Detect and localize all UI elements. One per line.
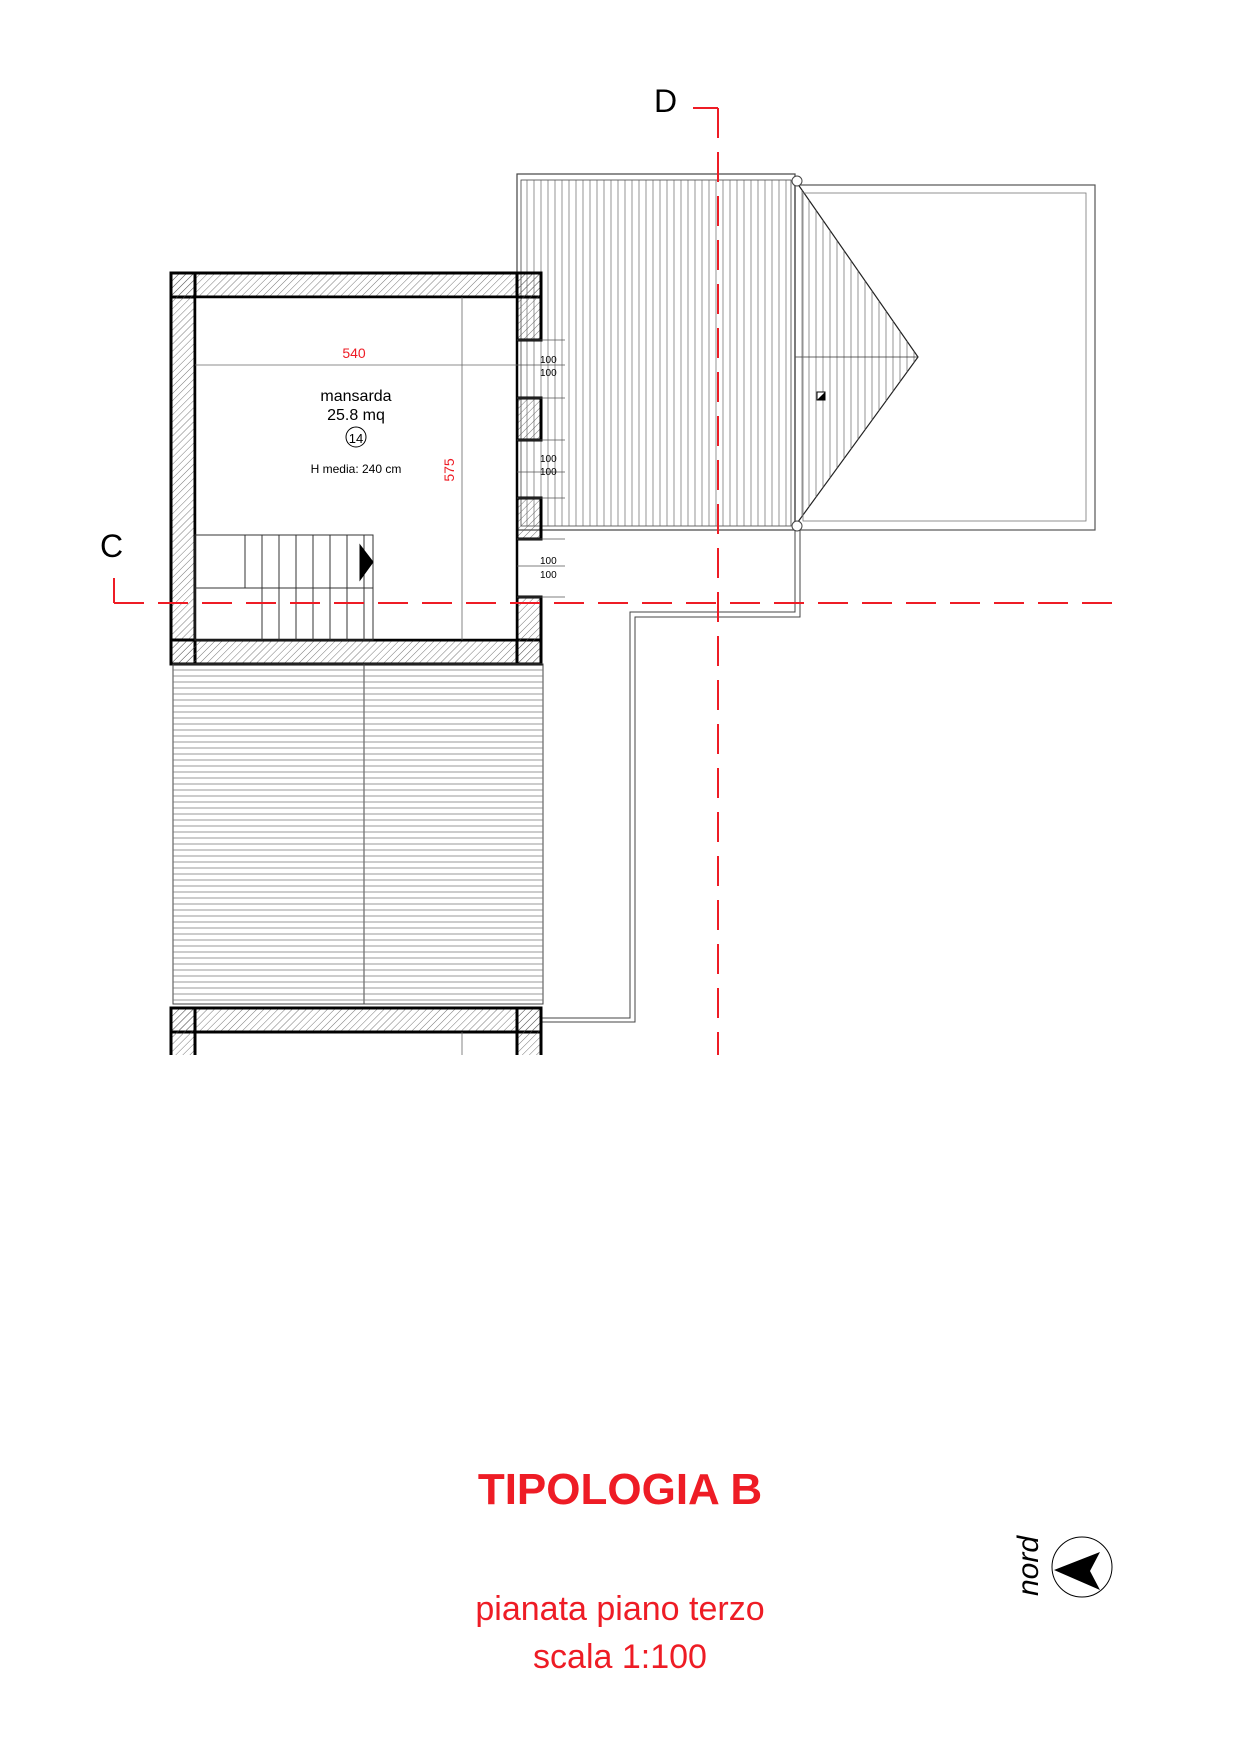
drawing-subtitle: pianata piano terzo — [475, 1590, 765, 1628]
opening-dim: 100 — [540, 454, 557, 465]
opening-dim: 100 — [540, 556, 557, 567]
lower-deck — [172, 663, 544, 1005]
room-number-circle — [345, 426, 367, 448]
section-line-c — [113, 578, 1120, 604]
room-area: 25.8 mq — [327, 407, 385, 424]
opening-dim: 100 — [540, 467, 557, 478]
drawing-subtitle-block: pianata piano terzo scala 1:100 — [0, 1585, 1240, 1681]
section-c-label: C — [100, 528, 123, 564]
opening-dim: 100 — [540, 355, 557, 366]
window-openings — [517, 339, 565, 598]
opening-dim: 100 — [540, 570, 557, 581]
outdoor-path — [540, 530, 801, 1023]
section-d-label: D — [654, 83, 677, 119]
section-line-d — [693, 107, 719, 1055]
roof-terrace — [516, 173, 1096, 532]
drawing-title: TIPOLOGIA B — [477, 1465, 763, 1514]
opening-dim: 100 — [540, 368, 557, 379]
north-arrow-icon — [1054, 1552, 1100, 1590]
north-arrow — [1051, 1536, 1113, 1598]
room-number: 14 — [349, 431, 363, 446]
roof-hip — [794, 178, 919, 528]
dimension-lines — [195, 297, 517, 640]
room-name: mansarda — [320, 388, 391, 405]
room-walls — [169, 271, 543, 666]
width-dimension: 540 — [342, 345, 366, 361]
flat-roof — [794, 184, 1096, 531]
lower-room — [169, 1006, 543, 1055]
north-label: nord — [1012, 1535, 1045, 1596]
terrace-slats — [526, 180, 787, 526]
drawing-scale: scala 1:100 — [533, 1638, 707, 1676]
roof-hip-lines — [795, 190, 918, 517]
room-height: H media: 240 cm — [311, 462, 402, 476]
depth-dimension: 575 — [441, 458, 457, 482]
staircase — [194, 534, 374, 641]
